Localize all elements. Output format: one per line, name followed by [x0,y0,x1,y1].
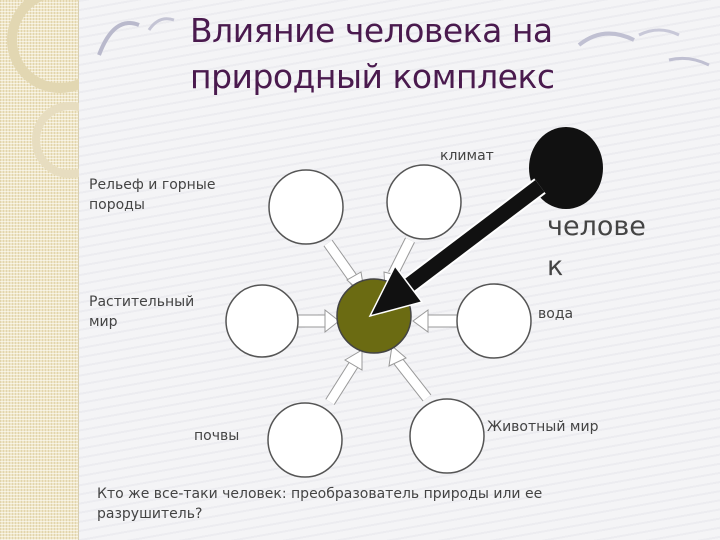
title-line-2: природный комплекс [190,57,555,96]
arrow-human-to-center [368,178,546,318]
arrow-voda-to-center [412,309,457,333]
node-relief [268,169,344,245]
page-title: Влияние человека на природный комплекс [190,8,660,100]
label-rastit: Растительный мир [89,294,195,330]
label-pochvy: почвы [194,428,240,444]
node-chelovek [529,127,603,209]
node-voda [456,283,532,359]
node-pochvy [267,402,343,478]
question-text: Кто же все-таки человек: преобразователь… [97,486,543,522]
label-chelovek-line1: челове [547,211,646,242]
arrow-pochvy-to-center [325,349,363,405]
arrow-zhivot-to-center [388,345,432,402]
decorative-swirls [97,17,710,67]
node-rastit [225,284,299,358]
label-voda: вода [538,306,574,322]
node-klimat [386,164,462,240]
arrow-rastit-to-center [298,308,340,334]
label-chelovek-line2: к [547,251,564,282]
label-chelovek: челове к [547,207,667,287]
title-line-1: Влияние человека на [190,11,553,50]
label-klimat: климат [440,148,494,164]
label-zhivot: Животный мир [487,419,599,435]
label-relief: Рельеф и горные породы [89,177,216,213]
node-zhivot [409,398,485,474]
